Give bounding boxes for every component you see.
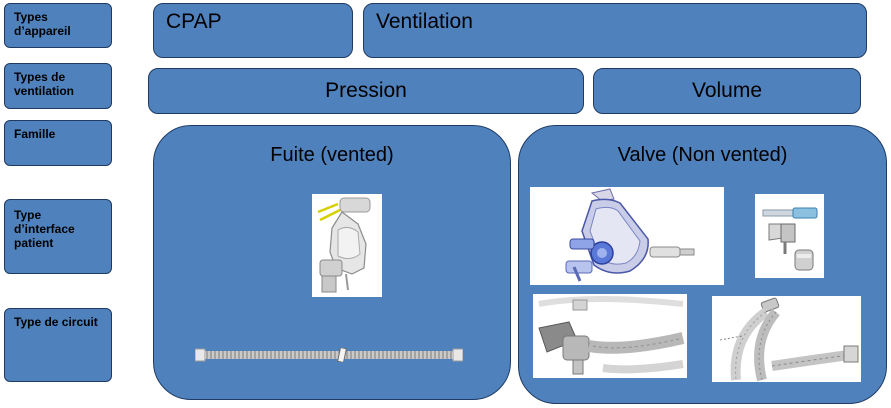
device-ventilation-text: Ventilation	[376, 10, 473, 33]
device-ventilation-box: Ventilation	[363, 3, 867, 58]
non-vented-mask-image	[530, 187, 724, 285]
non-vented-double-circuit-image	[712, 296, 861, 382]
row-label-ventilation-types-text: Types de ventilation	[14, 70, 75, 98]
family-non-vented-title: Valve (Non vented)	[617, 144, 788, 166]
row-label-family: Famille	[4, 120, 112, 166]
ventilation-volume-text: Volume	[691, 79, 763, 102]
non-vented-circuit-valve-image	[533, 294, 687, 378]
row-label-circuit-type-text: Type de circuit	[14, 315, 98, 329]
row-label-device-types-text: Types d’appareil	[14, 10, 71, 38]
row-label-patient-interface-text: Type d’interface patient	[14, 208, 75, 250]
row-label-patient-interface: Type d’interface patient	[4, 199, 112, 274]
device-cpap-box: CPAP	[153, 3, 353, 58]
ventilation-pressure-text: Pression	[325, 79, 407, 102]
row-label-device-types: Types d’appareil	[4, 3, 112, 48]
non-vented-valve-image	[755, 194, 824, 278]
vented-mask-image	[312, 194, 382, 297]
row-label-family-text: Famille	[14, 127, 56, 141]
family-vented-title: Fuite (vented)	[270, 144, 394, 166]
row-label-circuit-type: Type de circuit	[4, 308, 112, 382]
ventilation-volume-box: Volume	[593, 68, 861, 114]
row-label-ventilation-types: Types de ventilation	[4, 63, 112, 109]
ventilation-pressure-box: Pression	[148, 68, 584, 114]
vented-circuit-tube	[194, 346, 464, 364]
device-cpap-text: CPAP	[166, 10, 222, 33]
